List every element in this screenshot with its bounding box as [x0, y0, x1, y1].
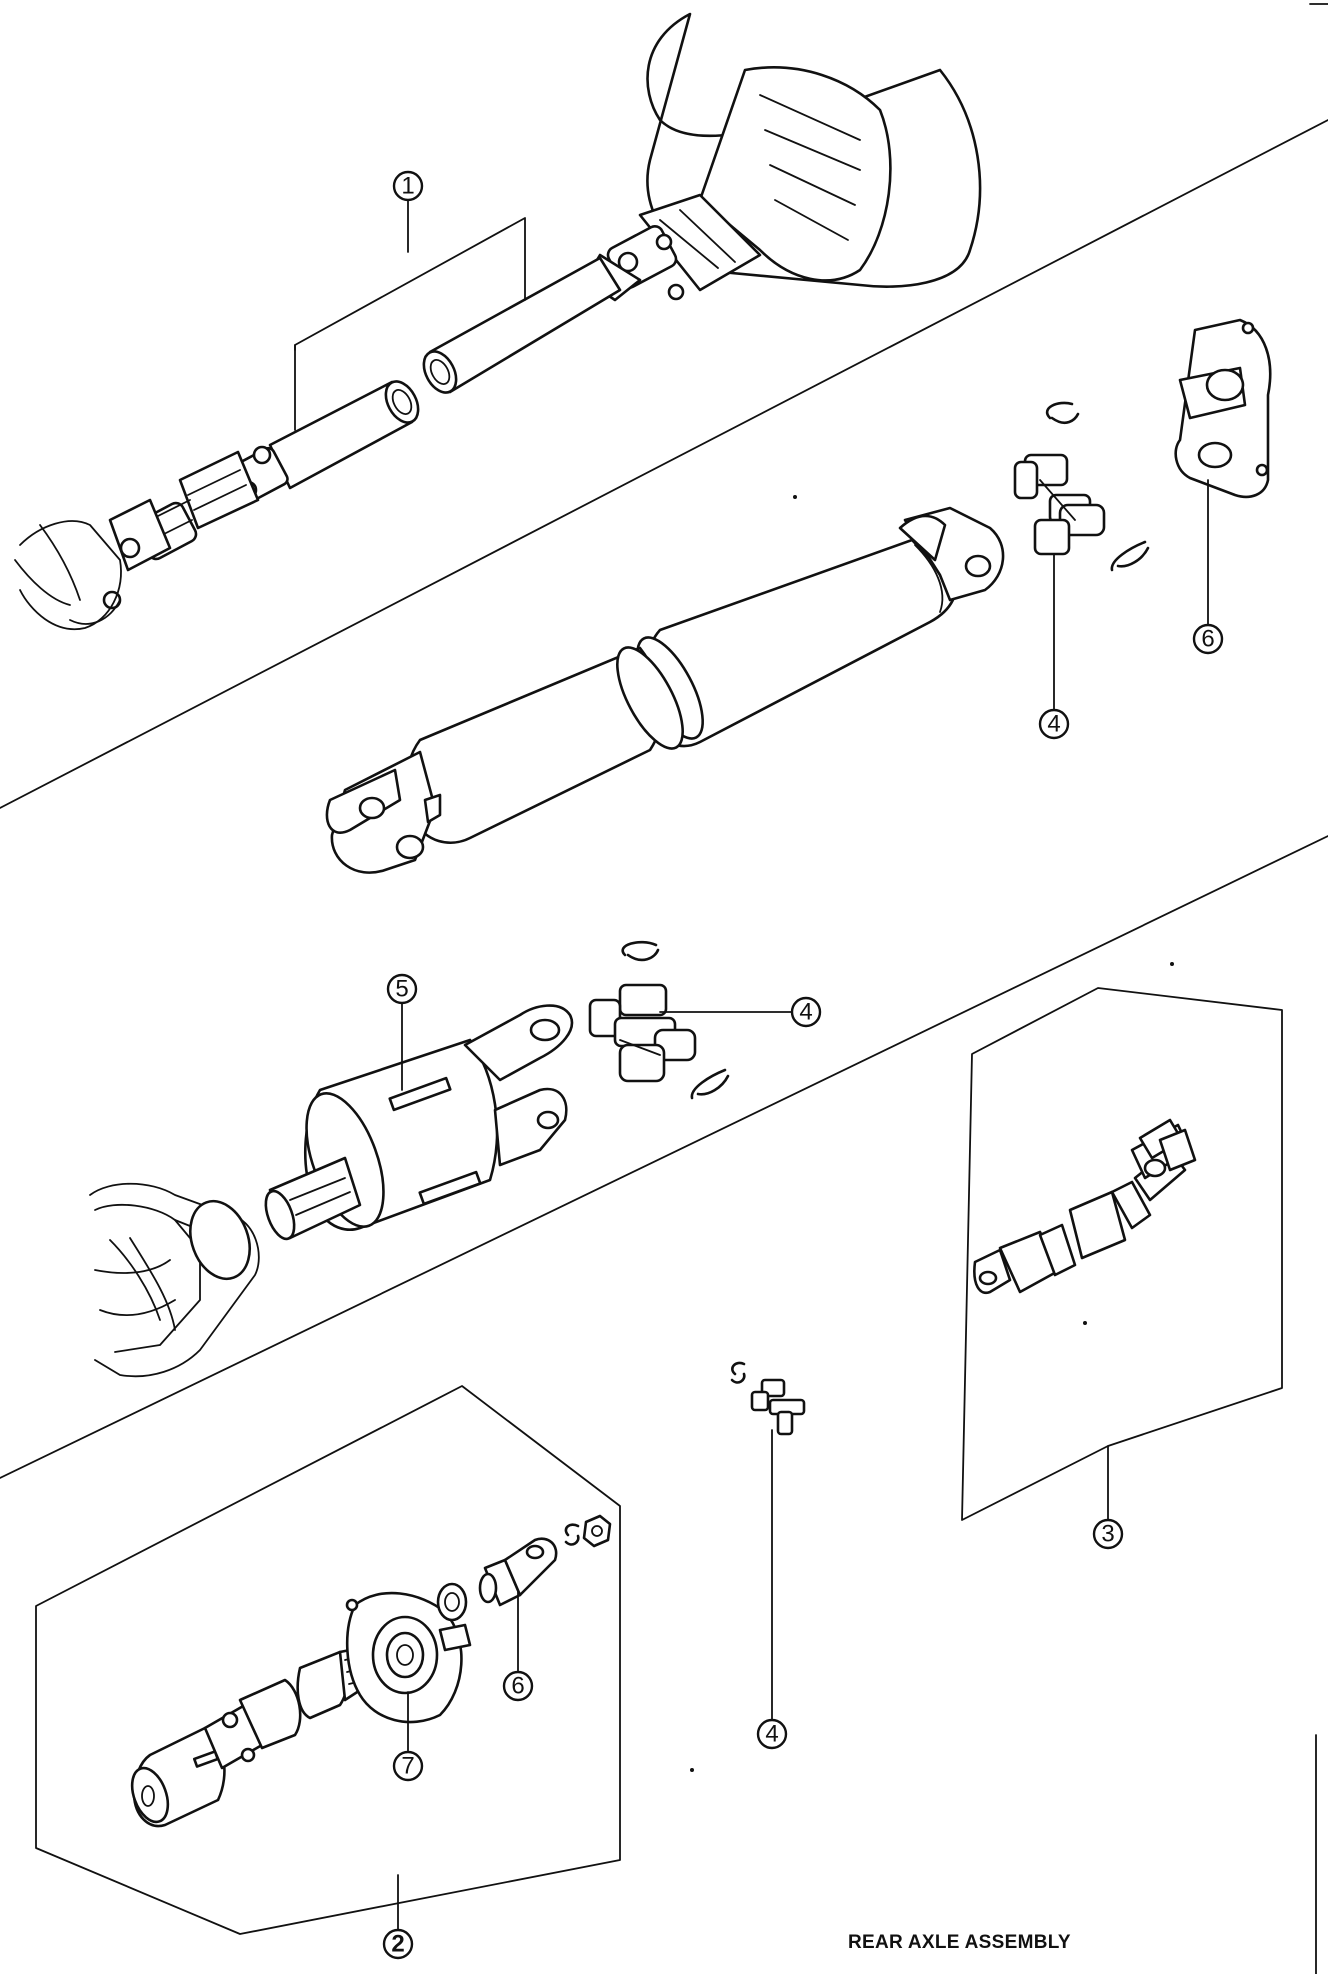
callout-6-top-label: 6	[1201, 626, 1214, 653]
callout-4-top-label: 4	[1047, 711, 1060, 738]
callout-4-bottom-label: 4	[765, 1721, 778, 1748]
figure-caption: REAR AXLE ASSEMBLY	[848, 1932, 1071, 1953]
inset-3-shaft	[973, 1118, 1197, 1295]
callout-4-middle-label: 4	[799, 999, 812, 1026]
callout-2-label: 2	[391, 1931, 404, 1958]
tube-yoke-right	[898, 506, 1005, 602]
callout-3-label: 3	[1101, 1521, 1114, 1548]
inset-panel-2: 6 7 2	[35, 1385, 621, 1960]
differential-housing	[638, 12, 982, 292]
callout-5-label: 5	[395, 976, 408, 1003]
inset-2-universal-joint	[203, 1678, 302, 1770]
callout-4-middle: 4	[659, 996, 822, 1028]
callout-4-top: 4	[1038, 553, 1070, 740]
speck-marks	[690, 495, 1174, 1772]
slip-tube-front-section	[405, 646, 684, 844]
flange-yoke-top	[1174, 318, 1272, 499]
inset-2-center-bearing	[345, 1591, 472, 1724]
callout-6-top: 6	[1192, 479, 1224, 655]
front-universal-joint-assembly	[102, 445, 289, 610]
callout-4-bottom: 4	[756, 1429, 788, 1750]
universal-joint-small	[730, 1361, 806, 1436]
propeller-shaft-front-tube	[268, 380, 420, 490]
snap-ring-middle-a	[621, 940, 660, 962]
transmission-output-shaft	[264, 1156, 362, 1241]
snap-ring-middle-b	[690, 1068, 730, 1100]
inset-2-bearing-ring	[436, 1582, 468, 1622]
sleeve-yoke-ears	[463, 1004, 574, 1167]
transmission-outline-top	[14, 520, 122, 631]
transmission-case	[89, 1182, 260, 1378]
universal-joint-cross-middle	[588, 983, 697, 1083]
callout-6-bottom-label: 6	[511, 1673, 524, 1700]
inset-2-washer-nut	[564, 1514, 612, 1548]
callout-7-label: 7	[401, 1753, 414, 1780]
inset-2-front-yoke	[130, 1726, 226, 1828]
callout-5: 5	[386, 973, 418, 1091]
callout-1-label: 1	[401, 173, 414, 200]
inset-panel-3: 3	[961, 987, 1283, 1550]
callout-1: 1	[294, 170, 526, 431]
snap-ring-top-a	[1045, 401, 1080, 425]
inset-2-companion-yoke	[478, 1537, 558, 1607]
section-dividers	[0, 3, 1328, 1974]
universal-joint-cross-top	[1013, 453, 1106, 556]
propeller-shaft-rear-tube	[422, 256, 622, 394]
tube-yoke-left	[325, 750, 442, 874]
snap-ring-top-b	[1110, 540, 1150, 572]
